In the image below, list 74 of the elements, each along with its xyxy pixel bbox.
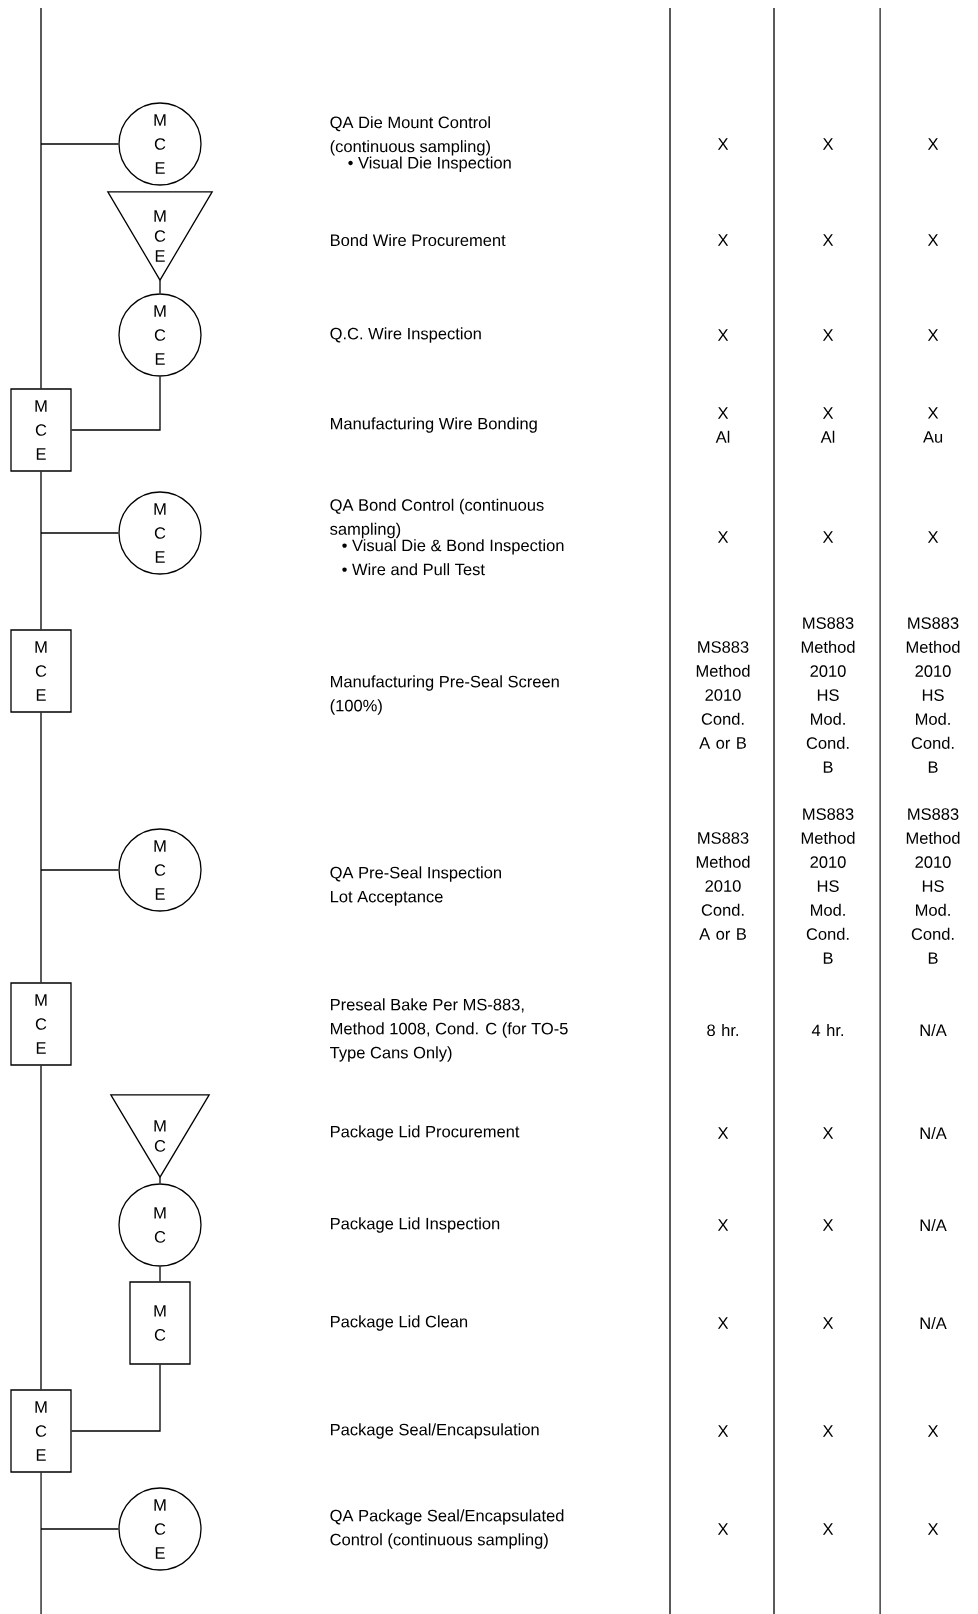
flow-line [71, 1364, 161, 1432]
description-text: Bond Wire Procurement [331, 233, 506, 247]
table-entry: X Al [820, 407, 835, 443]
table-entry: N/A [920, 1316, 947, 1330]
table-entry: X [927, 138, 939, 150]
table-entry: MS883 Method 2010 HS Mod. Cond. B [906, 808, 960, 964]
description-text: Manufacturing Pre-Seal Screen (100%) [330, 675, 559, 715]
table-entry: X [717, 1425, 729, 1437]
description-text: Manufacturing Wire Bonding [331, 417, 537, 433]
table-entry: 4 hr. [811, 1024, 843, 1036]
flow-line [159, 1176, 161, 1184]
table-entry: X [822, 1317, 834, 1329]
table-entry: X [822, 1425, 834, 1437]
table-entry: X [927, 234, 939, 246]
flow-line [40, 532, 119, 534]
table-entry: N/A [920, 1126, 947, 1140]
flow-line [40, 471, 42, 630]
process-box: M C E [10, 1389, 72, 1473]
table-entry: X [927, 1425, 939, 1437]
description-text: QA Die Mount Control (continuous sampling) [330, 116, 490, 156]
flow-line [40, 1472, 42, 1614]
table-entry: X [822, 329, 834, 341]
table-entry: X [717, 234, 729, 246]
bullet-item: • Visual Die Inspection [348, 156, 511, 172]
table-entry: MS883 Method 2010 HS Mod. Cond. B [906, 617, 960, 773]
description-text: QA Package Seal/Encapsulated Control (continuous sampling) [330, 1509, 564, 1549]
table-entry: MS883 Method 2010 HS Mod. Cond. B [801, 617, 855, 773]
process-box: M C E [10, 629, 72, 713]
description-text: Preseal Bake Per MS-883, Method 1008, Cond. C (for TO-5 Type Cans Only) [330, 998, 568, 1062]
table-entry: X Al [715, 407, 730, 443]
description-text: Package Lid Inspection [331, 1217, 500, 1233]
table-entry: X [717, 138, 729, 150]
process-box: M C E [10, 982, 72, 1066]
table-entry: X [717, 1523, 729, 1535]
bullet-item: • Visual Die & Bond Inspection [342, 539, 564, 555]
table-entry: X [822, 531, 834, 543]
description-text: QA Pre-Seal Inspection Lot Acceptance [330, 866, 501, 906]
table-entry: X [927, 1523, 939, 1535]
flow-line [40, 1528, 119, 1530]
table-entry: MS883 Method 2010 HS Mod. Cond. B [801, 808, 855, 964]
flow-line [40, 143, 119, 145]
table-entry: X [717, 1219, 729, 1231]
table-entry: X [822, 138, 834, 150]
table-entry: X [717, 329, 729, 341]
table-entry: MS883 Method 2010 Cond. A or B [696, 641, 750, 749]
flow-line [40, 712, 42, 983]
table-entry: X [822, 1127, 834, 1139]
process-box: M C [129, 1281, 191, 1365]
description-text: QA Bond Control (continuous sampling) [330, 498, 544, 539]
table-entry: X [822, 1219, 834, 1231]
description-text: Q.C. Wire Inspection [330, 327, 481, 343]
table-entry: X [927, 531, 939, 543]
table-entry: 8 hr. [707, 1023, 738, 1037]
flow-line [40, 7, 42, 389]
table-entry: X [822, 1523, 834, 1535]
table-entry: X [717, 531, 729, 543]
table-entry: X [927, 329, 939, 341]
table-entry: MS883 Method 2010 Cond. A or B [696, 832, 750, 940]
table-entry: X [822, 234, 834, 246]
flow-line [159, 279, 161, 294]
description-text: Package Lid Clean [331, 1315, 468, 1331]
description-text: Package Lid Procurement [331, 1125, 520, 1141]
table-entry: X Au [923, 407, 943, 443]
flow-line [159, 1266, 161, 1282]
process-box: M C E [10, 388, 72, 472]
flow-line [40, 1065, 42, 1390]
table-entry: N/A [920, 1218, 947, 1232]
description-text: Package Seal/Encapsulation [331, 1423, 539, 1439]
table-entry: X [717, 1127, 729, 1139]
bullet-item: • Wire and Pull Test [342, 563, 485, 576]
table-entry: X [717, 1317, 729, 1329]
flow-line [71, 376, 161, 431]
table-entry: N/A [920, 1023, 947, 1037]
flow-line [40, 869, 119, 871]
